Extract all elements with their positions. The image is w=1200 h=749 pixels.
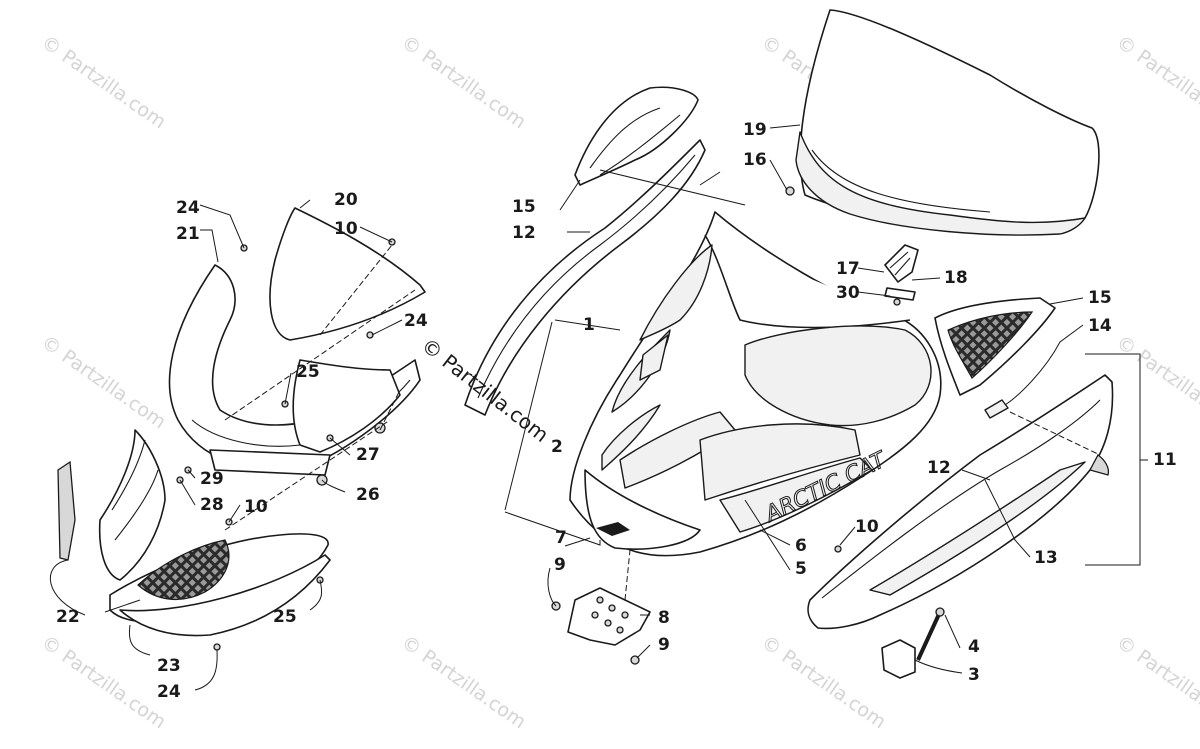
callout-8: 8 — [658, 608, 670, 628]
callout-25b: 25 — [273, 607, 297, 627]
watermark: © Partzilla.com — [397, 631, 530, 733]
callout-24b: 24 — [404, 311, 428, 331]
screw-part[interactable] — [834, 545, 842, 553]
callout-17: 17 — [836, 259, 860, 279]
watermark: © Partzilla.com — [397, 31, 530, 133]
callout-1: 1 — [583, 315, 595, 335]
watermark: © Partzilla.com — [37, 31, 170, 133]
callout-12b: 12 — [927, 458, 951, 478]
callout-18: 18 — [944, 268, 968, 288]
windshield-bracket-part[interactable] — [884, 244, 919, 306]
callout-27: 27 — [356, 445, 380, 465]
callout-11: 11 — [1153, 450, 1177, 470]
leader-lines — [49, 124, 1148, 691]
watermark: © Partzilla.com — [1112, 331, 1200, 433]
watermark: © Partzilla.com — [757, 631, 890, 733]
upper-nose-panel-part[interactable] — [269, 207, 426, 341]
callout-26: 26 — [356, 485, 380, 505]
callouts: 1 2 3 4 5 6 7 8 9 9 10 10 10 11 12 12 13… — [56, 120, 1177, 702]
callout-29: 29 — [200, 469, 224, 489]
callout-7: 7 — [555, 528, 567, 548]
watermark: © Partzilla.com — [37, 331, 170, 433]
cat-logo-icon — [596, 522, 630, 536]
callout-22: 22 — [56, 607, 80, 627]
callout-23: 23 — [157, 656, 181, 676]
callout-16: 16 — [743, 150, 767, 170]
upper-vent-part[interactable] — [574, 86, 699, 186]
callout-2: 2 — [551, 437, 563, 457]
watermark: © Partzilla.com — [1112, 31, 1200, 133]
right-side-panel-part[interactable] — [807, 374, 1114, 630]
callout-24a: 24 — [176, 198, 200, 218]
callout-30: 30 — [836, 283, 860, 303]
callout-9b: 9 — [658, 635, 670, 655]
callout-21: 21 — [176, 224, 200, 244]
headlight-bracket-part[interactable] — [209, 449, 331, 476]
callout-10a: 10 — [334, 219, 358, 239]
watermark: © Partzilla.com — [1112, 631, 1200, 733]
callout-28: 28 — [200, 495, 224, 515]
mounting-block-part[interactable] — [881, 639, 916, 679]
lower-nose-panel-part[interactable] — [292, 359, 401, 453]
callout-13: 13 — [1034, 548, 1058, 568]
side-panel-clip-part[interactable] — [984, 399, 1009, 419]
right-vent-part[interactable] — [934, 297, 1056, 396]
pin-part[interactable] — [916, 607, 945, 661]
callout-25a: 25 — [296, 362, 320, 382]
center-watermark: © Partzilla.com — [417, 333, 553, 447]
side-trim-strip-part[interactable] — [57, 460, 76, 561]
well-nut-part[interactable] — [785, 186, 795, 196]
callout-4: 4 — [968, 637, 980, 657]
callout-12a: 12 — [512, 223, 536, 243]
callout-20: 20 — [334, 190, 358, 210]
callout-19: 19 — [743, 120, 767, 140]
callout-5: 5 — [795, 559, 807, 579]
lower-nose-grille-part[interactable] — [109, 533, 329, 623]
callout-14: 14 — [1088, 316, 1112, 336]
hood-part[interactable]: ARCTIC CAT — [569, 211, 942, 557]
callout-6: 6 — [795, 536, 807, 556]
screw-part[interactable] — [213, 643, 221, 651]
lower-trim-part[interactable] — [119, 554, 331, 637]
callout-9a: 9 — [554, 555, 566, 575]
windshield-part[interactable] — [795, 9, 1100, 236]
heat-shield-part[interactable] — [567, 587, 651, 646]
callout-15b: 15 — [1088, 288, 1112, 308]
callout-10b: 10 — [244, 497, 268, 517]
callout-10c: 10 — [855, 517, 879, 537]
assembly-lines — [224, 244, 1101, 601]
callout-24c: 24 — [157, 682, 181, 702]
callout-3: 3 — [968, 665, 980, 685]
side-grille-part[interactable] — [98, 429, 166, 581]
watermark: © Partzilla.com — [37, 631, 170, 733]
callout-15a: 15 — [512, 197, 536, 217]
